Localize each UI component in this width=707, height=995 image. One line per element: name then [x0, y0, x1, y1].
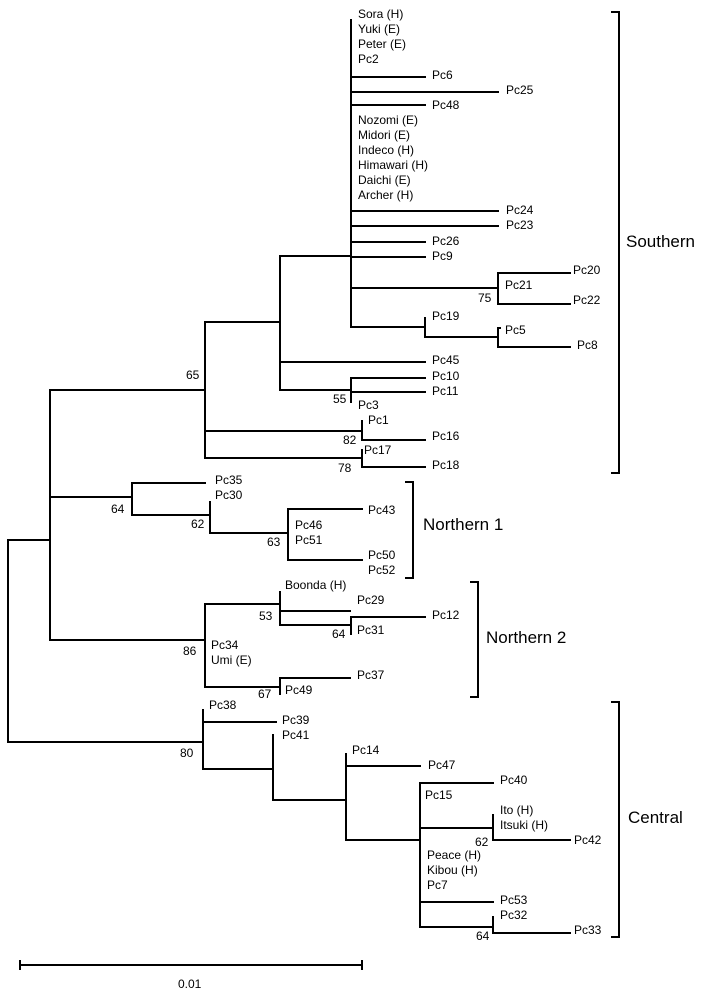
tip-label: Pc41: [282, 728, 310, 742]
scale-bar-label: 0.01: [178, 977, 202, 991]
tip-label: Indeco (H): [358, 143, 414, 157]
tip-label: Pc45: [432, 353, 460, 367]
tip-label: Pc38: [209, 698, 237, 712]
bootstrap-value: 65: [186, 368, 200, 382]
tip-label: Pc17: [364, 443, 392, 457]
tip-label: Pc11: [432, 384, 459, 398]
tip-label: Pc14: [352, 743, 380, 757]
tip-label: Pc49: [285, 683, 313, 697]
tip-label: Pc3: [358, 398, 379, 412]
tip-label: Nozomi (E): [358, 113, 418, 127]
tip-label: Boonda (H): [285, 578, 346, 592]
tip-label: Pc26: [432, 234, 460, 248]
bootstrap-value: 63: [267, 535, 281, 549]
tip-label: Pc16: [432, 429, 460, 443]
tip-label: Pc31: [357, 623, 385, 637]
tip-label: Archer (H): [358, 188, 413, 202]
tip-label: Pc1: [368, 413, 389, 427]
clade-label-northern-1: Northern 1: [423, 515, 503, 534]
tip-label: Pc21: [505, 278, 533, 292]
tip-label: Pc50: [368, 548, 396, 562]
tip-label: Pc25: [506, 83, 534, 97]
clade-label-northern-2: Northern 2: [486, 628, 566, 647]
tip-label: Pc2: [358, 52, 379, 66]
tip-label: Pc5: [505, 323, 526, 337]
tip-label: Pc52: [368, 563, 396, 577]
tip-label: Pc29: [357, 593, 385, 607]
bootstrap-value: 64: [332, 627, 346, 641]
tip-label: Peter (E): [358, 37, 406, 51]
tip-label: Pc18: [432, 458, 460, 472]
tip-label: Pc47: [428, 758, 456, 772]
bootstrap-value: 62: [191, 517, 205, 531]
tip-label: Pc22: [573, 293, 601, 307]
bootstrap-value: 78: [338, 461, 352, 475]
tip-label: Pc9: [432, 249, 453, 263]
tip-label: Himawari (H): [358, 158, 428, 172]
tip-label: Itsuki (H): [500, 818, 548, 832]
tip-label: Pc23: [506, 218, 534, 232]
tip-label: Pc42: [574, 833, 602, 847]
tip-label: Pc10: [432, 369, 460, 383]
tip-label: Pc6: [432, 68, 453, 82]
bootstrap-value: 55: [333, 392, 347, 406]
central-bracket: [611, 701, 620, 938]
clade-label-southern: Southern: [626, 232, 695, 251]
bootstrap-value: 67: [258, 687, 272, 701]
tip-label: Pc12: [432, 608, 460, 622]
bootstrap-value: 80: [180, 746, 194, 760]
tip-label: Pc19: [432, 309, 460, 323]
clade-label-central: Central: [628, 808, 683, 827]
tip-label: Peace (H): [427, 848, 481, 862]
tip-label: Sora (H): [358, 7, 403, 21]
tip-label: Yuki (E): [358, 22, 400, 36]
tip-label: Pc32: [500, 908, 528, 922]
tip-label: Pc35: [215, 473, 243, 487]
tip-label: Pc51: [295, 533, 323, 547]
tip-label: Umi (E): [211, 653, 252, 667]
tip-label: Pc33: [574, 923, 602, 937]
tip-label: Pc37: [357, 668, 385, 682]
tip-label: Pc43: [368, 503, 396, 517]
tip-label: Pc30: [215, 488, 243, 502]
clade-brackets: Southern Northern 1 Northern 2 Central: [405, 11, 695, 938]
bootstrap-value: 62: [475, 835, 489, 849]
tip-labels: Sora (H) Yuki (E) Peter (E) Pc2 Pc6 Pc25…: [209, 7, 602, 937]
tip-label: Pc48: [432, 98, 460, 112]
tip-label: Ito (H): [500, 803, 533, 817]
bootstrap-value: 82: [343, 433, 357, 447]
tip-label: Pc15: [425, 788, 453, 802]
tip-label: Pc53: [500, 893, 528, 907]
bootstrap-value: 75: [478, 291, 492, 305]
bootstrap-values: 65 55 82 78 75 64 62 63 53 64 86 67 80 6…: [111, 291, 492, 943]
bootstrap-value: 53: [259, 609, 273, 623]
tip-label: Pc39: [282, 713, 310, 727]
tree-branches: [7, 19, 571, 934]
tip-label: Pc46: [295, 518, 323, 532]
tip-label: Daichi (E): [358, 173, 411, 187]
tip-label: Pc40: [500, 773, 528, 787]
scale-bar-line: [19, 960, 363, 970]
tip-label: Pc24: [506, 203, 534, 217]
northern-1-bracket: [405, 481, 414, 579]
tip-label: Pc20: [573, 263, 601, 277]
scale-bar: 0.01: [19, 960, 363, 991]
tip-label: Midori (E): [358, 128, 410, 142]
bootstrap-value: 64: [476, 929, 490, 943]
southern-bracket: [611, 11, 620, 474]
tip-label: Kibou (H): [427, 863, 478, 877]
northern-2-bracket: [470, 581, 479, 698]
tip-label: Pc34: [211, 638, 239, 652]
bootstrap-value: 64: [111, 502, 125, 516]
tip-label: Pc8: [577, 338, 598, 352]
tip-label: Pc7: [427, 878, 448, 892]
bootstrap-value: 86: [183, 644, 197, 658]
